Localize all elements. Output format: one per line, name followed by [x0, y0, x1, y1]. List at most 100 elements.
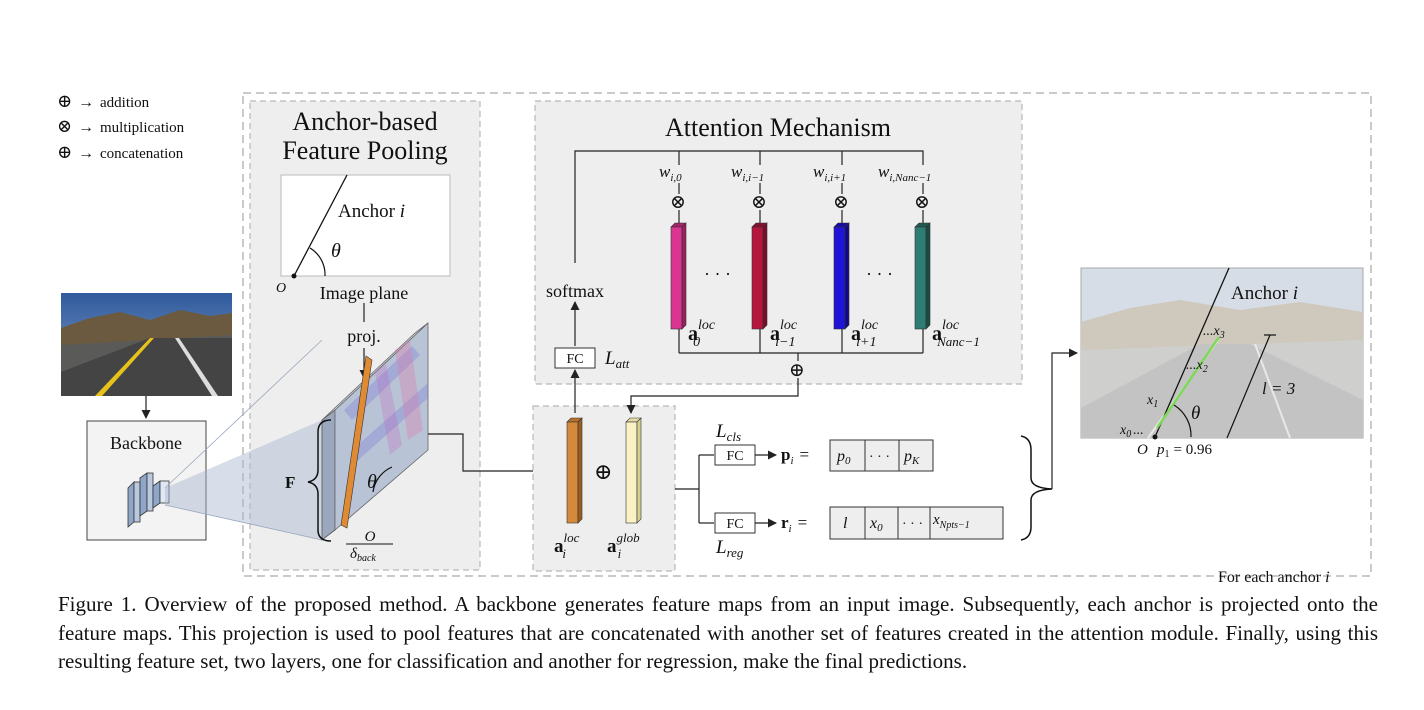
proj-label: proj.: [347, 326, 381, 346]
feature-map-volume: θ: [321, 322, 429, 541]
feature-bar: [914, 226, 927, 330]
attention-fc-box: [554, 347, 596, 369]
per-anchor-outer-box: [242, 92, 1372, 577]
stride-numerator: O: [365, 529, 376, 545]
reg-cell-text: · · ·: [902, 517, 923, 532]
length-indicator: [1226, 334, 1271, 439]
result-anchor-line: [1154, 267, 1230, 438]
attention-feature-i-minus-1: [751, 222, 768, 330]
cls-cell-text: p0: [836, 448, 851, 467]
legend-arrow: →: [78, 145, 94, 162]
legend-label-concatenation: concatenation: [100, 146, 184, 162]
legend: ⊕ → addition ⊗ → multiplication ⊕ → conc…: [57, 91, 185, 162]
projection-cone: [164, 339, 323, 541]
ellipsis: · · ·: [704, 264, 731, 284]
weight-label-last: wi,Nanc−1: [878, 162, 931, 184]
attention-feature-i-plus-1: [833, 222, 850, 330]
stride-denominator: δback: [350, 546, 376, 564]
result-image: θ Anchor i x0... x1 ...x2 ...x3 l = 3: [1080, 267, 1364, 440]
origin-label: O: [276, 281, 286, 296]
global-feature-arrow: [626, 378, 799, 414]
global-feature-bar: [625, 421, 638, 524]
anchor-i-label: Anchor i: [338, 201, 405, 222]
reg-cell: [829, 506, 866, 540]
heads-connectors: [675, 454, 714, 524]
method-overview-diagram: ⊕ → addition ⊗ → multiplication ⊕ → conc…: [57, 91, 1372, 586]
result-anchor-label: Anchor i: [1231, 283, 1298, 304]
image-plane-label: Image plane: [320, 283, 408, 303]
ellipsis: · · ·: [866, 264, 893, 284]
attention-sum-bus: [678, 329, 924, 361]
legend-label-multiplication: multiplication: [100, 120, 185, 136]
point-x0-label: x0...: [1119, 423, 1144, 440]
confidence-label: p1= 0.96: [1156, 442, 1212, 460]
point-x2-label: ...x2: [1186, 358, 1208, 375]
concat-symbol: ⊕: [594, 459, 612, 484]
anchor-line: [293, 174, 348, 277]
softmax-output-bus: [574, 150, 924, 263]
legend-arrow: →: [78, 94, 94, 111]
pooled-features-arrow: [428, 433, 559, 476]
reg-fc-label: FC: [726, 517, 743, 532]
feature-bar: [670, 226, 683, 330]
cls-cell-text: · · ·: [869, 450, 890, 465]
for-each-anchor-label: For each anchor i: [1218, 569, 1330, 586]
legend-item-multiplication: ⊗ → multiplication: [57, 116, 185, 136]
legend-arrow: →: [78, 119, 94, 136]
result-origin-point: [1152, 434, 1158, 440]
reg-cell-text: l: [843, 515, 848, 532]
reg-loss-label: Lreg: [715, 537, 744, 560]
cls-fc-label: FC: [726, 449, 743, 464]
weight-label-i-minus-1: wi,i−1: [731, 162, 764, 184]
feature-theta-label: θ: [367, 471, 377, 493]
cls-cell-text: pK: [903, 448, 920, 467]
global-feature-vector: [625, 417, 642, 524]
reg-cell: [929, 506, 1004, 540]
reg-cell-text: xNpts−1: [932, 512, 970, 531]
multiplication-node: ⊗: [833, 192, 849, 213]
feature-bar: [833, 226, 846, 330]
pooling-title-line1: Anchor-based: [292, 107, 437, 136]
backbone-cnn-icon: [127, 472, 170, 528]
cls-cell: [898, 439, 934, 472]
result-theta-label: θ: [1191, 403, 1200, 424]
weight-label-i-plus-1: wi,i+1: [813, 162, 846, 184]
image-plane-panel: Anchor i θ O: [276, 174, 451, 296]
cls-output-vector: p0 · · · pK: [829, 439, 934, 472]
predicted-lane: [1155, 336, 1221, 429]
reg-cell: [864, 506, 899, 540]
attention-loss-label: Latt: [604, 348, 630, 371]
output-brace: [1020, 435, 1053, 541]
point-x3-label: ...x3: [1203, 324, 1225, 341]
pooling-title-line2: Feature Pooling: [282, 136, 447, 165]
angle-arc: [309, 247, 326, 277]
feature-bar: [751, 226, 764, 330]
feature-F-label: F: [285, 473, 295, 492]
input-road-image: [61, 293, 232, 396]
figure-caption: Figure 1. Overview of the proposed metho…: [58, 592, 1378, 673]
result-arrow: [1051, 348, 1078, 489]
cls-output-label: pi=: [781, 445, 809, 467]
legend-label-addition: addition: [100, 95, 150, 111]
result-origin-label: O: [1137, 442, 1148, 458]
projected-anchor-bar: [340, 355, 373, 529]
length-label: l = 3: [1262, 379, 1295, 398]
reg-cell-text: x0: [869, 515, 883, 534]
attention-feature-last: [914, 222, 931, 330]
feature-brace: [307, 419, 332, 542]
attention-title: Attention Mechanism: [665, 113, 891, 142]
attention-feature-0: [670, 222, 687, 330]
theta-label: θ: [331, 240, 341, 262]
legend-item-addition: ⊕ → addition: [57, 91, 150, 111]
local-feature-bar: [566, 421, 579, 524]
multiplication-nodes: ⊗ ⊗ ⊗ ⊗: [670, 183, 930, 224]
reg-cell: [897, 506, 931, 540]
backbone-block: Backbone: [86, 420, 207, 541]
softmax-label: softmax: [546, 281, 604, 301]
local-feature-vector: [566, 417, 583, 524]
attention-section-box: [534, 100, 1023, 385]
